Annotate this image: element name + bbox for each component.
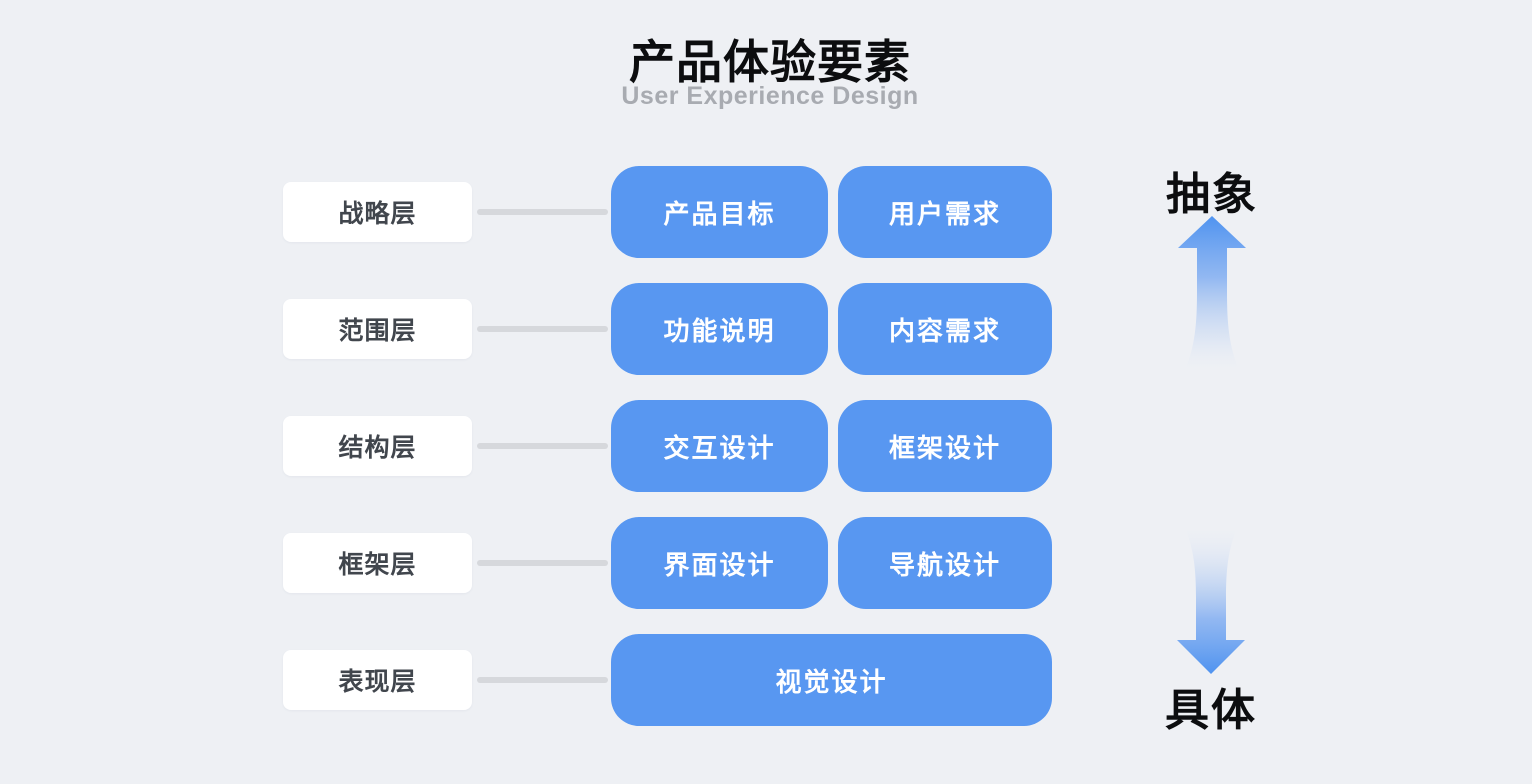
layer-row-surface: 表现层 视觉设计 bbox=[0, 634, 1532, 726]
connector-line bbox=[477, 209, 608, 215]
layer-row-scope: 范围层 功能说明 内容需求 bbox=[0, 283, 1532, 375]
element-box-product-goals: 产品目标 bbox=[611, 166, 828, 258]
element-box-interface-design: 界面设计 bbox=[611, 517, 828, 609]
element-box-functional-specs: 功能说明 bbox=[611, 283, 828, 375]
layer-label-strategy: 战略层 bbox=[283, 182, 472, 242]
connector-line bbox=[477, 560, 608, 566]
up-arrow-icon bbox=[1178, 216, 1246, 370]
layer-label-skeleton: 框架层 bbox=[283, 533, 472, 593]
connector-line bbox=[477, 677, 608, 683]
layer-row-skeleton: 框架层 界面设计 导航设计 bbox=[0, 517, 1532, 609]
layer-label-scope: 范围层 bbox=[283, 299, 472, 359]
connector-line bbox=[477, 443, 608, 449]
layer-label-structure: 结构层 bbox=[283, 416, 472, 476]
connector-line bbox=[477, 326, 608, 332]
layer-row-structure: 结构层 交互设计 框架设计 bbox=[0, 400, 1532, 492]
element-box-framework-design: 框架设计 bbox=[838, 400, 1052, 492]
down-arrow-icon bbox=[1177, 528, 1245, 674]
element-box-interaction-design: 交互设计 bbox=[611, 400, 828, 492]
abstract-label: 抽象 bbox=[1166, 170, 1258, 219]
page-title: 产品体验要素 bbox=[629, 36, 911, 88]
element-box-navigation-design: 导航设计 bbox=[838, 517, 1052, 609]
element-box-user-needs: 用户需求 bbox=[838, 166, 1052, 258]
element-box-visual-design: 视觉设计 bbox=[611, 634, 1052, 726]
element-box-content-requirements: 内容需求 bbox=[838, 283, 1052, 375]
layer-row-strategy: 战略层 产品目标 用户需求 bbox=[0, 166, 1532, 258]
page-subtitle: User Experience Design bbox=[621, 82, 919, 110]
layer-label-surface: 表现层 bbox=[283, 650, 472, 710]
concrete-label: 具体 bbox=[1165, 686, 1257, 735]
